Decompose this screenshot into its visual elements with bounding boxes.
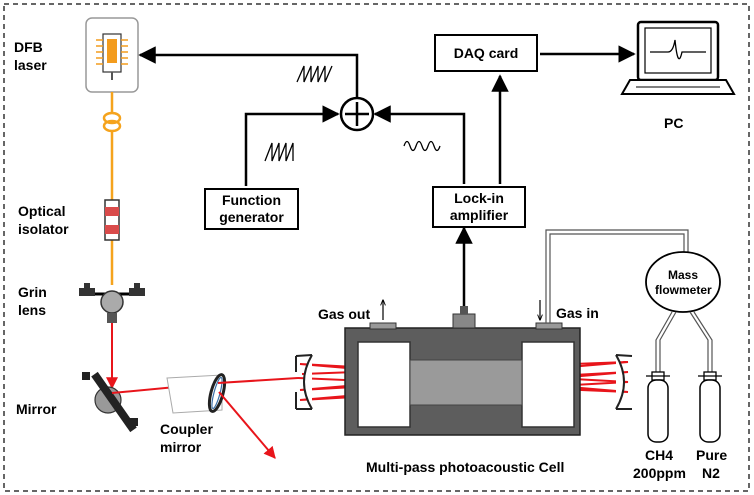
n2-cylinder-icon <box>698 371 722 443</box>
grin-lens-icon <box>79 283 145 323</box>
funcgen-to-adder-arrow <box>244 105 340 186</box>
function-generator-label: Function generator <box>219 192 284 225</box>
pc-icon <box>620 20 736 95</box>
ch4-label: CH4 200ppm <box>633 447 686 481</box>
outer-frame <box>3 3 750 492</box>
gas-tube <box>545 229 689 323</box>
mirror-label: Mirror <box>16 401 57 417</box>
optical-fiber <box>102 92 122 285</box>
adder-to-laser-arrow <box>138 46 359 98</box>
gas-out-label: Gas out <box>318 306 371 322</box>
function-generator-box: Function generator <box>204 188 299 230</box>
cylinder-tubes <box>655 311 713 373</box>
sawtooth-generator-waveform-icon <box>264 142 294 162</box>
mass-flowmeter <box>645 251 721 313</box>
sawtooth-ramp-waveform-icon <box>296 65 333 83</box>
optical-isolator-label: Optical isolator <box>18 203 69 237</box>
dfb-laser-icon <box>85 17 139 93</box>
optical-isolator-icon <box>104 199 120 241</box>
grin-lens-label: Grin lens <box>18 284 47 318</box>
coupler-mirror-label: Coupler mirror <box>160 421 213 455</box>
lockin-to-adder-arrow <box>373 105 466 184</box>
lockin-amplifier-label: Lock-in amplifier <box>449 190 509 223</box>
sine-waveform-icon <box>403 140 441 152</box>
daq-card-label: DAQ card <box>453 44 519 61</box>
mirror-icon <box>82 371 138 433</box>
gas-in-label: Gas in <box>556 305 599 321</box>
mass-flowmeter-label: Mass flowmeter <box>655 268 712 297</box>
pure-n2-label: Pure N2 <box>696 447 728 481</box>
lockin-amplifier-box: Lock-in amplifier <box>432 186 526 228</box>
photoacoustic-cell <box>295 306 633 436</box>
pc-label: PC <box>664 115 684 131</box>
summing-junction-icon <box>339 96 375 132</box>
daq-card-box: DAQ card <box>434 34 538 72</box>
dfb-laser-label: DFB laser <box>14 39 47 73</box>
cell-label: Multi-pass photoacoustic Cell <box>366 459 565 475</box>
ch4-cylinder-icon <box>646 371 670 443</box>
